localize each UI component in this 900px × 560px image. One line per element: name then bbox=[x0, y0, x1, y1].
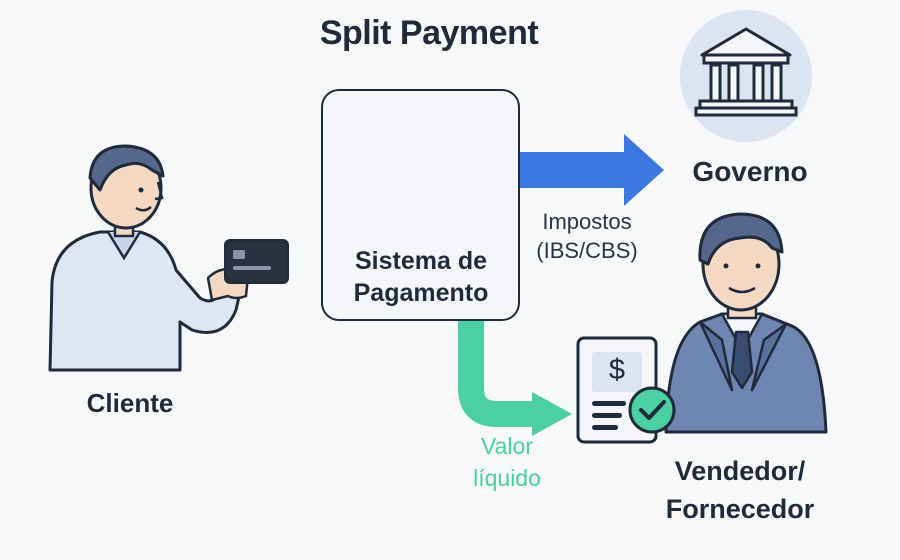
net-value-label-line2: líquido bbox=[473, 465, 541, 491]
tax-label: Impostos (IBS/CBS) bbox=[522, 207, 652, 265]
payment-system-label-line2: Pagamento bbox=[353, 279, 489, 307]
payment-system-label-line1: Sistema de bbox=[354, 247, 487, 275]
vendor-label-line1: Vendedor/ bbox=[674, 456, 806, 486]
net-value-arrow bbox=[458, 318, 572, 436]
payment-system-label: Sistema de Pagamento bbox=[321, 245, 521, 309]
invoice-dollar-symbol: $ bbox=[608, 354, 626, 386]
client-person bbox=[48, 144, 250, 372]
diagram-title: Split Payment bbox=[319, 14, 539, 52]
bank-building-icon bbox=[680, 10, 812, 142]
net-value-label: Valor líquido bbox=[452, 430, 562, 494]
tax-label-line2: (IBS/CBS) bbox=[536, 238, 638, 263]
government-label: Governo bbox=[692, 156, 808, 187]
net-value-label-line1: Valor bbox=[481, 433, 533, 459]
vendor-label: Vendedor/ Fornecedor bbox=[650, 452, 830, 528]
tax-flow-arrow bbox=[520, 134, 664, 206]
tax-label-line1: Impostos bbox=[542, 209, 632, 234]
check-badge-icon bbox=[628, 386, 676, 434]
vendor-person bbox=[664, 212, 828, 434]
payment-system-box bbox=[321, 89, 520, 321]
vendor-label-line2: Fornecedor bbox=[665, 494, 815, 524]
client-label: Cliente bbox=[86, 388, 174, 418]
client-card-icon bbox=[224, 239, 289, 284]
